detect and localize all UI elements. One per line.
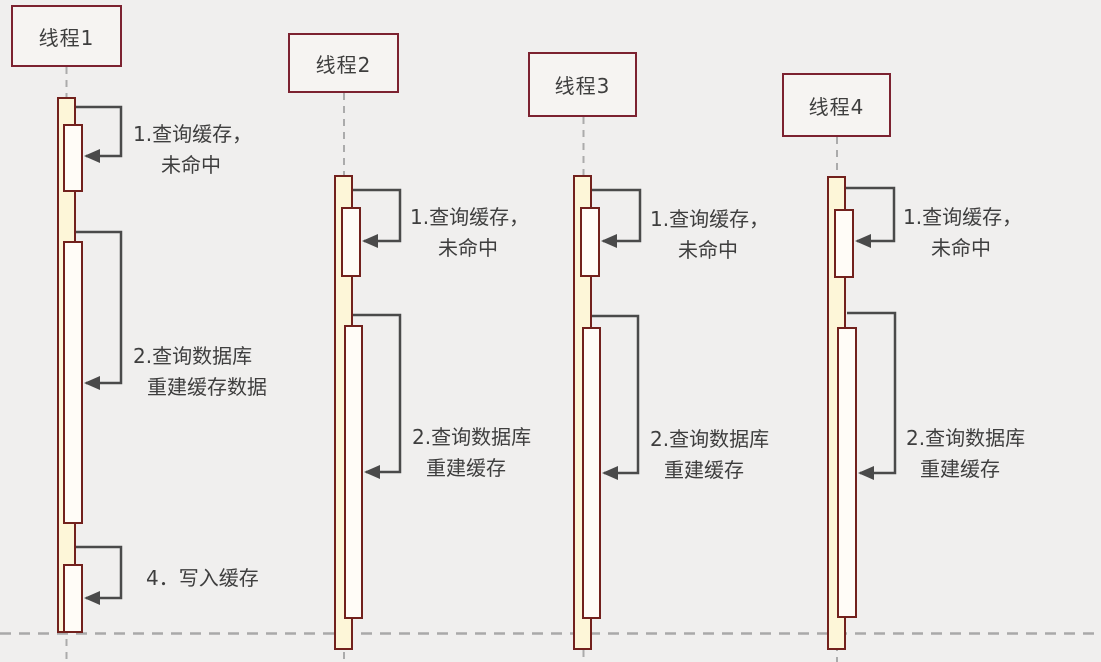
arrowhead-thread1-msg1 [84, 149, 100, 163]
message-label-thread3-msg2: 2.查询数据库 重建缓存 [650, 424, 769, 486]
arrowhead-thread2-msg2 [364, 465, 380, 479]
activation-bar-inner-thread2-call2 [344, 325, 363, 619]
thread-header-box-1: 线程1 [11, 5, 122, 67]
message-label-line: 重建缓存 [920, 457, 1000, 481]
arrowhead-thread4-msg1 [855, 234, 871, 248]
message-label-line: 重建缓存数据 [147, 375, 267, 399]
message-label-thread1-msg1: 1.查询缓存， 未命中 [133, 119, 252, 181]
message-label-line: 未命中 [678, 238, 738, 262]
message-label-line: 重建缓存 [426, 456, 506, 480]
message-label-line: 未命中 [438, 236, 498, 260]
arrowhead-thread1-msg2 [84, 376, 100, 390]
activation-bar-inner-thread2-call1 [341, 207, 361, 277]
message-label-thread2-msg2: 2.查询数据库 重建缓存 [412, 422, 531, 484]
message-label-thread1-msg2: 2.查询数据库 重建缓存数据 [133, 341, 267, 403]
message-label-thread2-msg1: 1.查询缓存， 未命中 [410, 202, 529, 264]
thread-name-4: 线程4 [808, 94, 865, 119]
activation-bar-inner-thread1-call3 [63, 564, 83, 633]
message-label-line: 2.查询数据库 [133, 344, 253, 368]
arrowhead-thread1-msg3 [84, 591, 100, 605]
activation-bar-inner-thread4-call1 [834, 209, 854, 278]
activation-bar-inner-thread4-call2 [837, 327, 857, 618]
message-label-line: 1.查询缓存， [133, 122, 253, 146]
message-label-line: 2.查询数据库 [412, 425, 532, 449]
message-label-thread1-msg3: 4．写入缓存 [146, 563, 259, 594]
thread-name-3: 线程3 [554, 74, 611, 98]
message-label-line: 2.查询数据库 [906, 426, 1026, 450]
message-label-line: 1.查询缓存， [903, 205, 1023, 229]
message-label-thread4-msg2: 2.查询数据库 重建缓存 [906, 423, 1025, 485]
arrowhead-thread3-msg1 [601, 234, 617, 248]
activation-bar-inner-thread3-call2 [582, 327, 601, 619]
message-label-line: 4．写入缓存 [146, 566, 259, 590]
message-label-line: 未命中 [161, 153, 221, 177]
arrowhead-thread3-msg2 [602, 466, 618, 480]
message-label-thread4-msg1: 1.查询缓存， 未命中 [903, 202, 1022, 264]
thread-name-1: 线程1 [38, 25, 95, 50]
message-label-line: 1.查询缓存， [410, 205, 530, 229]
thread-header-box-2: 线程2 [288, 33, 399, 93]
activation-bar-inner-thread1-call1 [63, 124, 83, 192]
activation-bar-inner-thread3-call1 [580, 207, 600, 277]
thread-header-box-4: 线程4 [782, 73, 891, 137]
activation-bar-inner-thread1-call2 [63, 241, 83, 524]
message-label-line: 2.查询数据库 [650, 427, 770, 451]
message-label-line: 1.查询缓存， [650, 207, 770, 231]
thread-name-2: 线程2 [315, 52, 372, 77]
message-label-line: 未命中 [931, 236, 991, 260]
arrowhead-thread2-msg1 [362, 234, 378, 248]
thread-header-box-3: 线程3 [528, 52, 637, 117]
message-label-thread3-msg1: 1.查询缓存， 未命中 [650, 204, 769, 266]
arrowhead-thread4-msg2 [858, 466, 874, 480]
message-label-line: 重建缓存 [664, 458, 744, 482]
